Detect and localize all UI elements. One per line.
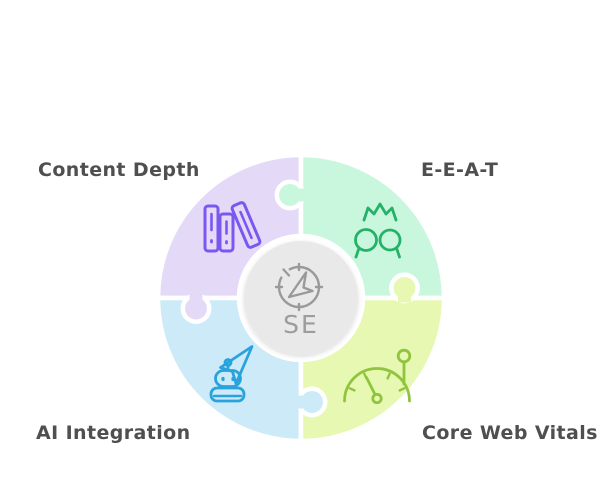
tab-neck-top bbox=[296, 188, 309, 202]
quadrant-label-ai-integration: AI Integration bbox=[36, 422, 191, 444]
center-circle bbox=[244, 241, 358, 355]
center-label: SE bbox=[283, 310, 319, 339]
robot-icon bbox=[209, 345, 254, 403]
speedometer-icon bbox=[343, 348, 412, 405]
tab-neck-left bbox=[189, 293, 203, 306]
people-group-icon bbox=[354, 202, 402, 259]
quadrant-label-core-web-vitals: Core Web Vitals bbox=[422, 422, 598, 444]
quadrant-label-content-depth: Content Depth bbox=[38, 159, 200, 181]
books-icon bbox=[203, 201, 262, 253]
tab-neck-bottom bbox=[294, 395, 306, 409]
compass-icon bbox=[274, 262, 324, 312]
quadrant-label-eeat: E-E-A-T bbox=[421, 159, 499, 181]
tab-neck-right bbox=[398, 290, 411, 303]
puzzle-tab-necks bbox=[189, 188, 411, 409]
